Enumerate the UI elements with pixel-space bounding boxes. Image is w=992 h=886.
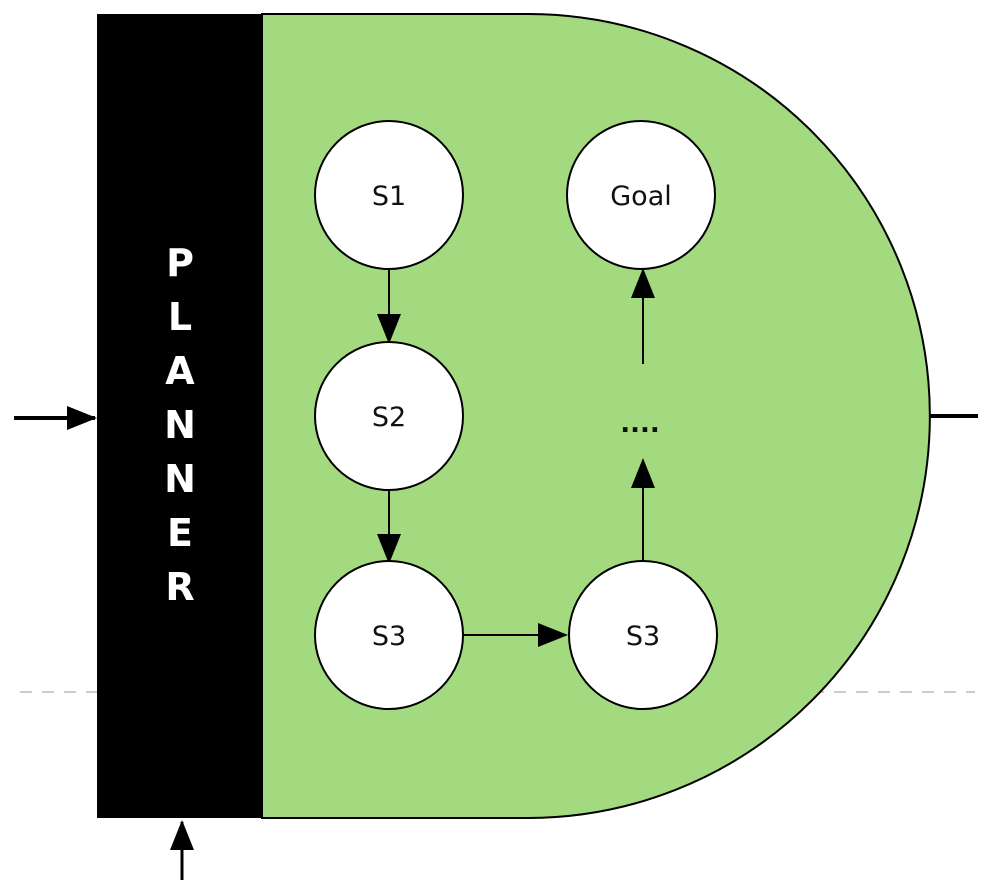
- node-goal-circle: [566, 120, 716, 270]
- planner-letter-e: E: [167, 511, 193, 555]
- node-s2: S2: [314, 341, 464, 491]
- planner-bar: [97, 14, 263, 818]
- node-s3-right-circle: [568, 560, 718, 710]
- node-goal: Goal: [566, 120, 716, 270]
- node-s2-circle: [314, 341, 464, 491]
- planner-label: P L A N N E R: [164, 241, 196, 609]
- node-s3-right-label: S3: [626, 621, 660, 652]
- node-s2-label: S2: [372, 402, 406, 433]
- planner-letter-r: R: [165, 565, 194, 609]
- planner-letter-n1: N: [164, 403, 196, 447]
- planner-letter-a: A: [165, 349, 195, 393]
- planner-letter-l: L: [168, 295, 192, 339]
- node-s1-circle: [314, 120, 464, 270]
- node-goal-label: Goal: [610, 181, 672, 212]
- node-s3-left-circle: [314, 560, 464, 710]
- node-s3-right: S3: [568, 560, 718, 710]
- node-s3-left-label: S3: [372, 621, 406, 652]
- node-s1-label: S1: [372, 181, 406, 212]
- node-s1: S1: [314, 120, 464, 270]
- planner-letter-p: P: [166, 241, 194, 285]
- node-s3-left: S3: [314, 560, 464, 710]
- planner-letter-n2: N: [164, 457, 196, 501]
- ellipsis-label: ....: [620, 409, 660, 439]
